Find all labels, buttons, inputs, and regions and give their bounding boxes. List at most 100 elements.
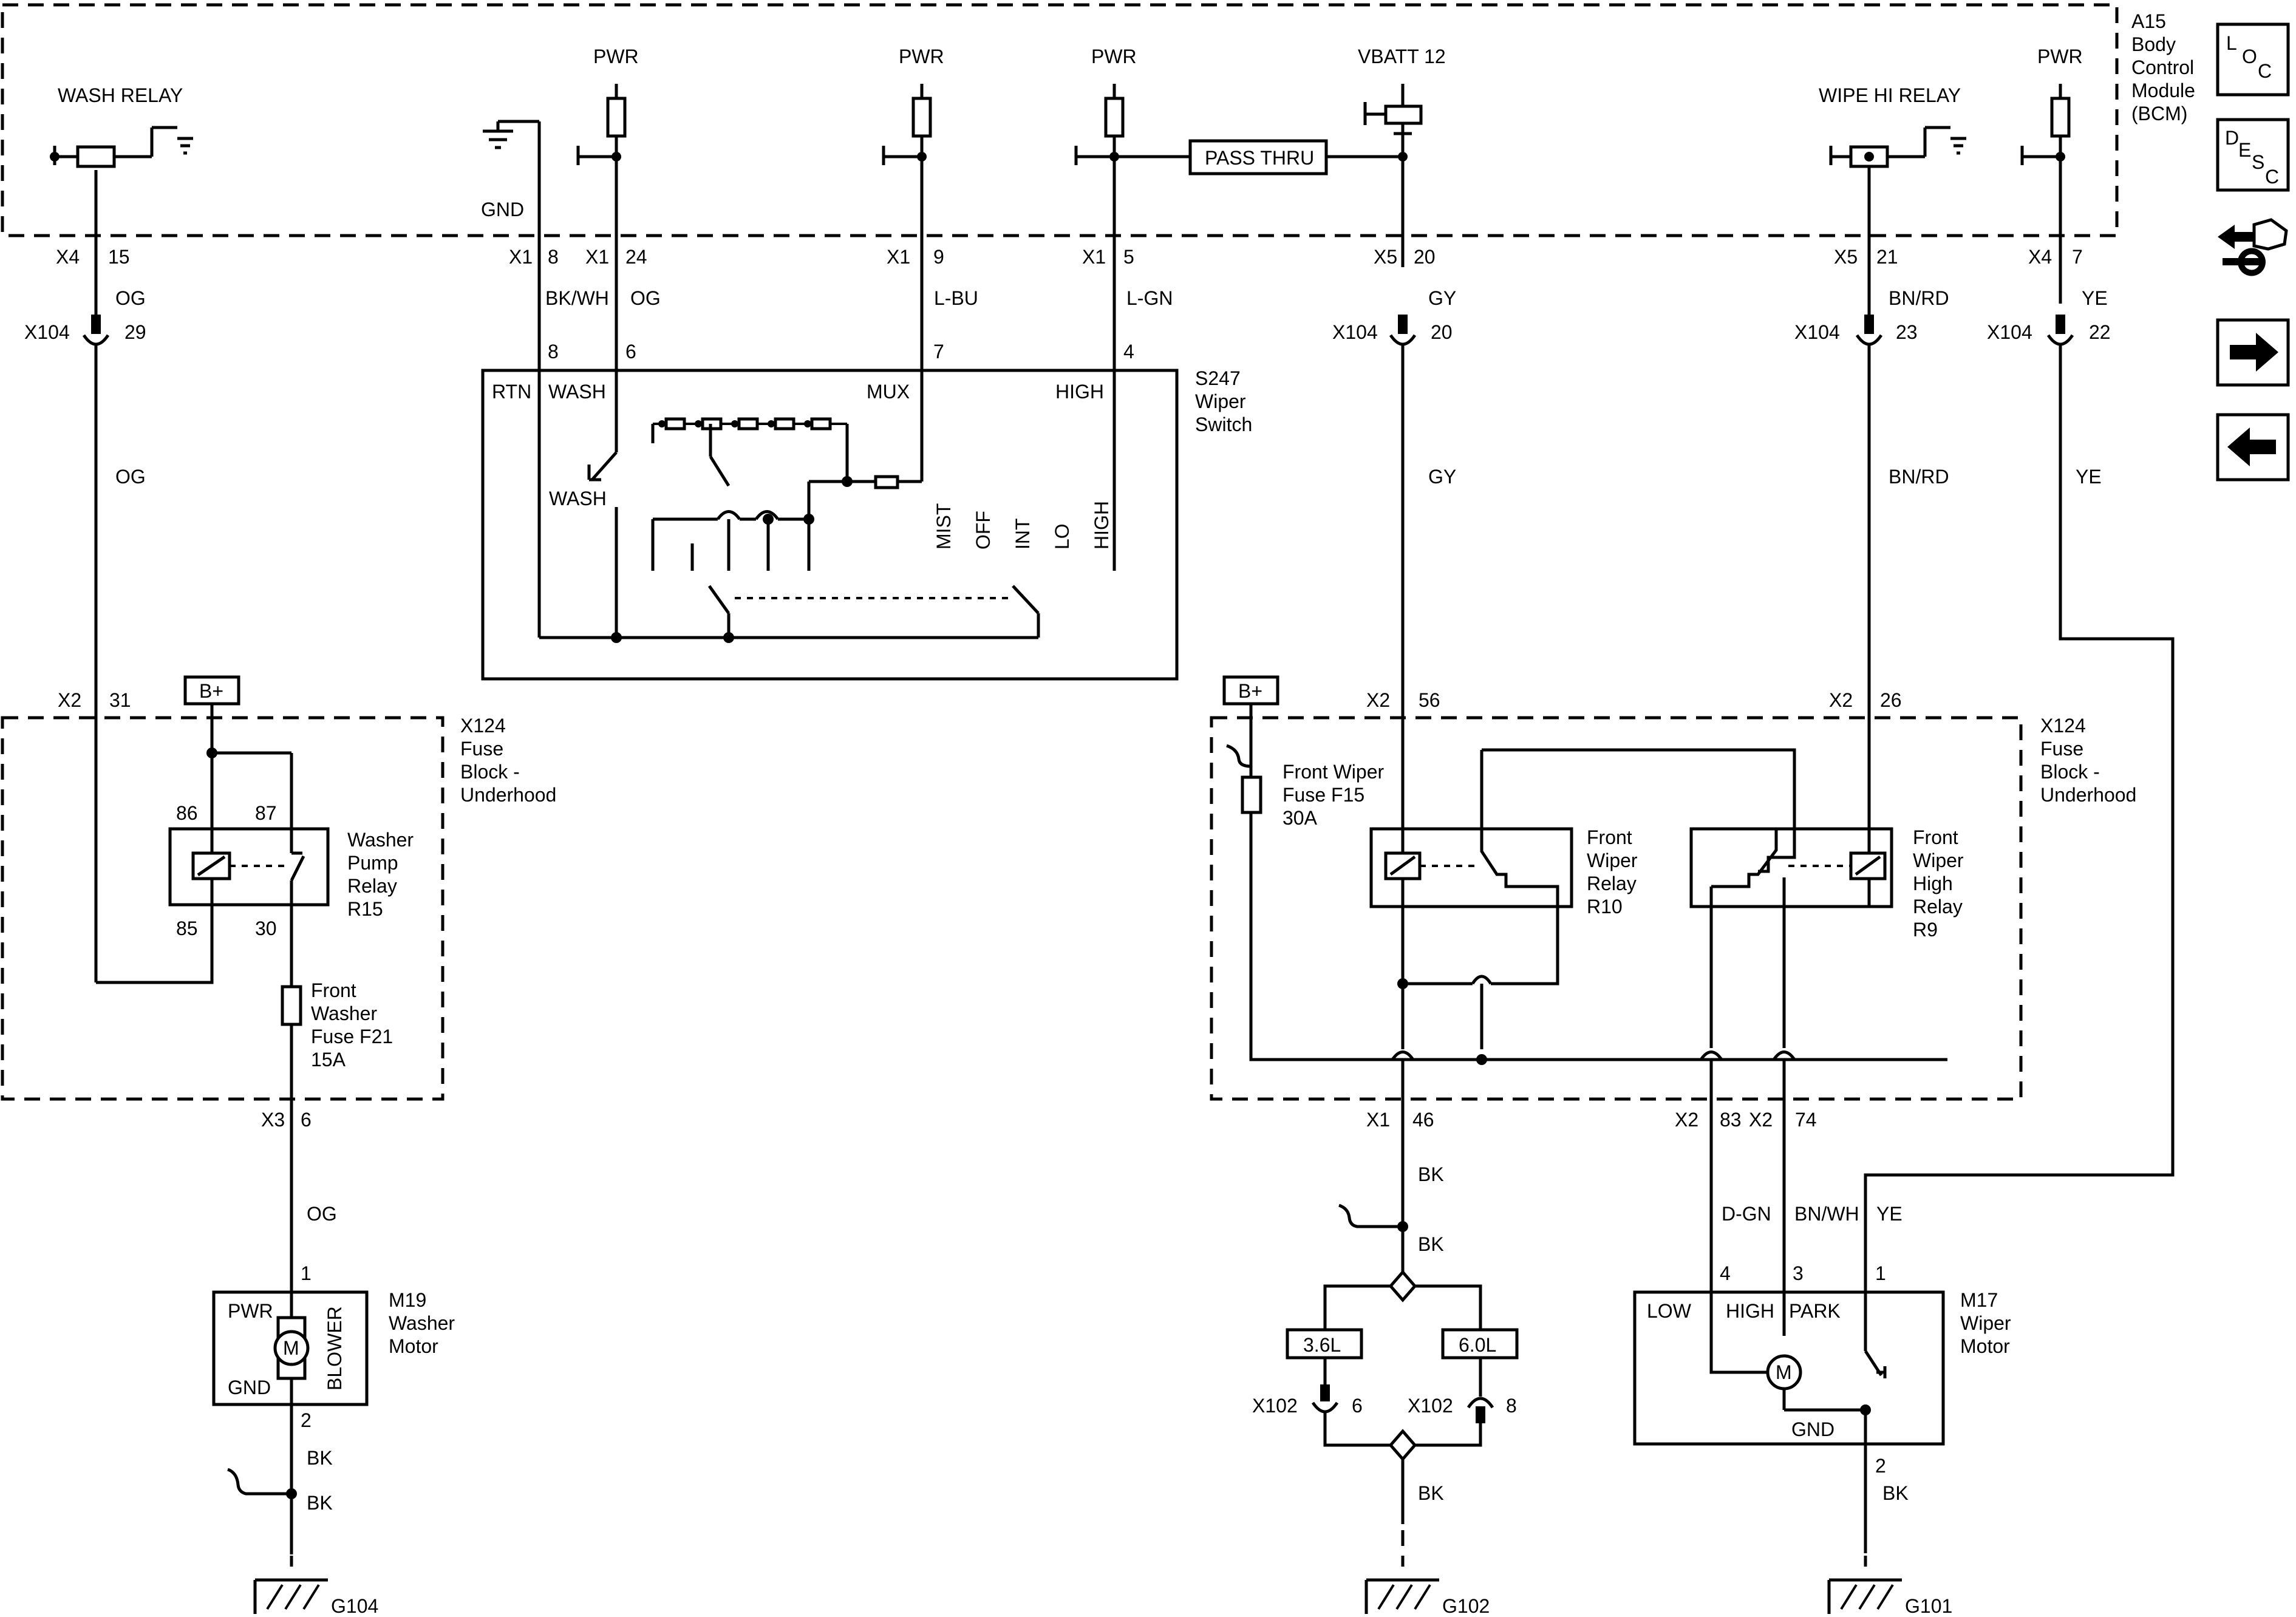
- wire-label-gy-1: GY: [1428, 287, 1456, 309]
- switch-title-2: Wiper: [1195, 390, 1246, 412]
- relay-pin-86: 86: [176, 802, 198, 824]
- conn-83: 83: [1720, 1109, 1742, 1131]
- pwr-node-2: [917, 152, 927, 162]
- washer-motor-m: M: [283, 1337, 299, 1359]
- washer-fuse-label-2: Washer: [311, 1003, 377, 1024]
- vbatt-node: [1398, 152, 1408, 162]
- loc-button[interactable]: L O C: [2216, 22, 2290, 97]
- switch-term-wash: WASH: [548, 381, 606, 403]
- x104-pin-29: 29: [124, 321, 146, 343]
- bus-crossovers: [1391, 984, 1796, 1366]
- ground-g101: [1827, 1578, 1902, 1614]
- switch-title-3: Switch: [1195, 414, 1252, 435]
- pin-20: 20: [1414, 246, 1436, 268]
- washer-motor-blower: BLOWER: [324, 1306, 346, 1391]
- x104-connector-29: [82, 315, 110, 982]
- conn-31: 31: [109, 689, 131, 711]
- wash-relay-label: WASH RELAY: [58, 84, 183, 106]
- x104-pin-20: 20: [1431, 321, 1453, 343]
- wire-label-og-3: OG: [115, 466, 146, 488]
- wiper-fuse-label-3: 30A: [1283, 807, 1318, 829]
- wiper-motor-label-2: Wiper: [1960, 1312, 2011, 1334]
- x102-connector-8: [1415, 1358, 1494, 1447]
- pin-x5b: X5: [1834, 246, 1858, 268]
- conn-x3: X3: [261, 1109, 285, 1131]
- x104-label-c: X104: [1794, 321, 1840, 343]
- desc-letter-e: E: [2238, 139, 2251, 161]
- washer-pump-relay-box: [168, 827, 330, 907]
- wiper-high-relay-label-4: Relay: [1913, 896, 1963, 917]
- fuse-block-right-4: Underhood: [2040, 784, 2136, 806]
- pos-off: OFF: [972, 511, 994, 550]
- pwr-source-3: [1074, 84, 1403, 267]
- washer-motor-label-3: Motor: [389, 1335, 438, 1357]
- engine-36l: 3.6L: [1303, 1334, 1341, 1356]
- front-wiper-high-relay-internals: [1709, 829, 1887, 1048]
- switch-wash-contact-label: WASH: [549, 488, 607, 509]
- washer-fuse: [281, 985, 302, 1026]
- front-wiper-relay-label-2: Wiper: [1587, 849, 1638, 871]
- pin-7: 7: [2072, 246, 2083, 268]
- x104-label-a: X104: [24, 321, 70, 343]
- arrow-left-icon: [2227, 427, 2276, 466]
- wiper-switch-box: [481, 369, 1179, 681]
- wire-label-ye-1: YE: [2082, 287, 2108, 309]
- pin-5: 5: [1123, 246, 1134, 268]
- pin-x1a: X1: [509, 246, 533, 268]
- previous-arrow-button[interactable]: [2216, 413, 2290, 482]
- next-arrow-button[interactable]: [2216, 318, 2290, 387]
- resistor-ladder: [651, 417, 922, 519]
- wiper-motor-m: M: [1776, 1361, 1792, 1383]
- wire-label-dgn: D-GN: [1722, 1203, 1771, 1225]
- splice-fuse-f15: [1226, 744, 1252, 768]
- wiper-high-relay-label-2: Wiper: [1913, 849, 1964, 871]
- wire-label-ye-3: YE: [1876, 1203, 1903, 1225]
- desc-button[interactable]: D E S C: [2216, 118, 2290, 192]
- conn-6: 6: [301, 1109, 312, 1131]
- pin-x1d: X1: [1082, 246, 1106, 268]
- x104-pin-22: 22: [2089, 321, 2111, 343]
- pin-x1c: X1: [887, 246, 910, 268]
- conn-56: 56: [1419, 689, 1440, 711]
- connector-tool-icon[interactable]: [2218, 218, 2288, 276]
- switch-term-mux: MUX: [867, 381, 910, 403]
- wiper-high-relay-label-1: Front: [1913, 826, 1958, 848]
- wire-label-gy-2: GY: [1428, 466, 1456, 488]
- wire-label-bk-4: BK: [1418, 1233, 1444, 1255]
- bcm-outline: [1, 3, 2119, 237]
- x104-label-b: X104: [1332, 321, 1378, 343]
- conn-x2-b: X2: [1366, 689, 1390, 711]
- wiper-motor-pin-4: 4: [1720, 1262, 1731, 1284]
- washer-relay-label-2: Pump: [347, 852, 398, 874]
- arrow-right-icon: [2230, 333, 2278, 372]
- pin-21: 21: [1876, 246, 1898, 268]
- washer-fuse-label-3: Fuse F21: [311, 1026, 393, 1047]
- pos-mist: MIST: [933, 503, 955, 550]
- ground-g102: [1364, 1578, 1439, 1614]
- bcm-label-3: Module: [2131, 80, 2195, 101]
- desc-letter-d: D: [2225, 127, 2239, 149]
- wiper-fuse-label-2: Fuse F15: [1283, 784, 1364, 806]
- washer-motor-label-2: Washer: [389, 1312, 455, 1334]
- x104-label-d: X104: [1987, 321, 2032, 343]
- wire-label-bk-3: BK: [1418, 1163, 1444, 1185]
- fuse-block-left-4: Underhood: [460, 784, 556, 806]
- engine-36l-box: [1286, 1328, 1363, 1360]
- bcm-label-2: Control: [2131, 56, 2194, 78]
- pos-int: INT: [1012, 518, 1034, 550]
- conn-x2-74a: X2: [1749, 1109, 1773, 1131]
- wiper-motor-pin-3: 3: [1793, 1262, 1804, 1284]
- wash-relay-node: [50, 152, 60, 162]
- loc-letter-c: C: [2258, 60, 2272, 82]
- x104-connector-23: [1855, 315, 1883, 838]
- washer-motor-pwr: PWR: [228, 1300, 273, 1322]
- wash-contact: [587, 451, 618, 638]
- wiper-high-relay-label-5: R9: [1913, 919, 1938, 941]
- engine-option-diamond-bottom: [1388, 1429, 1417, 1462]
- wire-label-lbu: L-BU: [934, 287, 978, 309]
- wire-label-bnrd-2: BN/RD: [1889, 466, 1949, 488]
- bcm-label-1: Body: [2131, 33, 2176, 55]
- wire-label-og-4: OG: [307, 1203, 337, 1225]
- washer-fuse-label-1: Front: [311, 979, 356, 1001]
- washer-motor-label-1: M19: [389, 1289, 426, 1311]
